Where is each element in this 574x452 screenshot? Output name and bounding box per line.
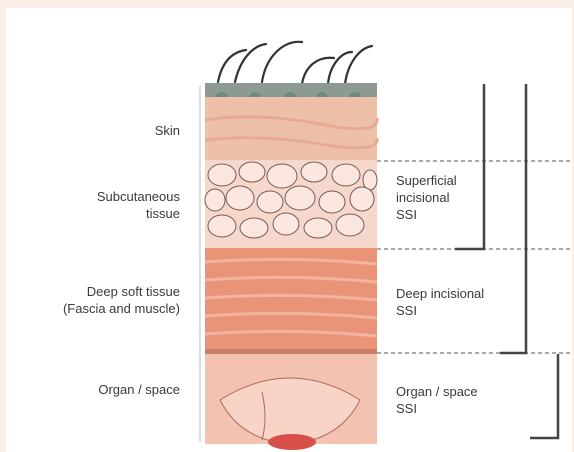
layer-label-organ-space: Organ / space: [20, 381, 180, 398]
muscle-layer: [205, 248, 377, 352]
organ-vessel: [268, 434, 316, 450]
layer-label-deep-soft-tissue: Deep soft tissue(Fascia and muscle): [20, 283, 180, 317]
fat-cells: [205, 162, 377, 238]
layer-label-skin: Skin: [20, 122, 180, 139]
hair-strands: [218, 42, 372, 84]
